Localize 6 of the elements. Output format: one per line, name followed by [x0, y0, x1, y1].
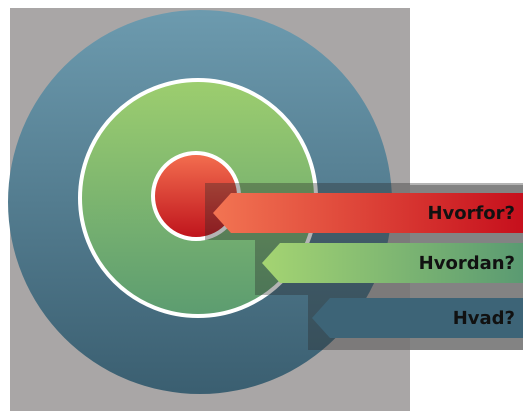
arrow-banner: [312, 298, 523, 338]
banner-label: Hvorfor?: [427, 202, 515, 224]
arrow-banner: [213, 193, 523, 233]
banner-label: Hvad?: [452, 308, 515, 328]
arrow-banner: [262, 243, 523, 283]
banner-label: Hvordan?: [418, 252, 515, 274]
